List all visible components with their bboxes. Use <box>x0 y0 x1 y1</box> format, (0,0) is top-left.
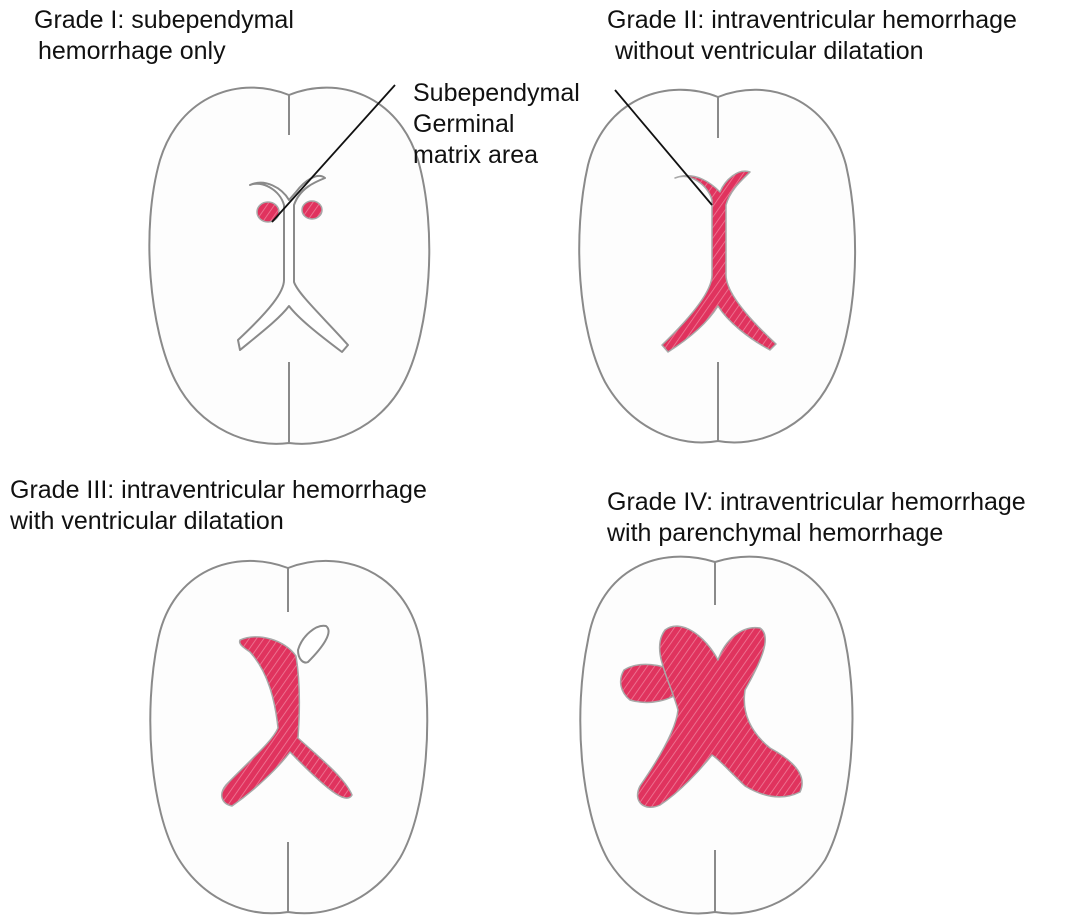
grade3-title-line2: with ventricular dilatation <box>10 506 427 537</box>
grade3-title: Grade III: intraventricular hemorrhage w… <box>10 475 427 537</box>
annotation-line1: Subependymal <box>413 78 580 109</box>
germinal-matrix-annotation: Subependymal Germinal matrix area <box>413 78 580 171</box>
grade1-brain <box>149 88 429 444</box>
grade3-brain <box>150 561 427 913</box>
grade1-title-line2: hemorrhage only <box>34 36 294 67</box>
grade2-title-line1: Grade II: intraventricular hemorrhage <box>607 5 1017 36</box>
grade3-title-line1: Grade III: intraventricular hemorrhage <box>10 475 427 506</box>
grade4-title-line2: with parenchymal hemorrhage <box>607 518 1026 549</box>
grade4-title-line1: Grade IV: intraventricular hemorrhage <box>607 487 1026 518</box>
annotation-line3: matrix area <box>413 140 580 171</box>
grade2-title-line2: without ventricular dilatation <box>607 36 1017 67</box>
grade4-brain <box>580 557 852 914</box>
grade1-germinal-matrix-bleed-right <box>302 201 322 219</box>
grade4-title: Grade IV: intraventricular hemorrhage wi… <box>607 487 1026 549</box>
grade2-title: Grade II: intraventricular hemorrhage wi… <box>607 5 1017 67</box>
grade1-title-line1: Grade I: subependymal <box>34 5 294 36</box>
grade1-title: Grade I: subependymal hemorrhage only <box>34 5 294 67</box>
annotation-line2: Germinal <box>413 109 580 140</box>
grade2-brain <box>579 90 855 443</box>
